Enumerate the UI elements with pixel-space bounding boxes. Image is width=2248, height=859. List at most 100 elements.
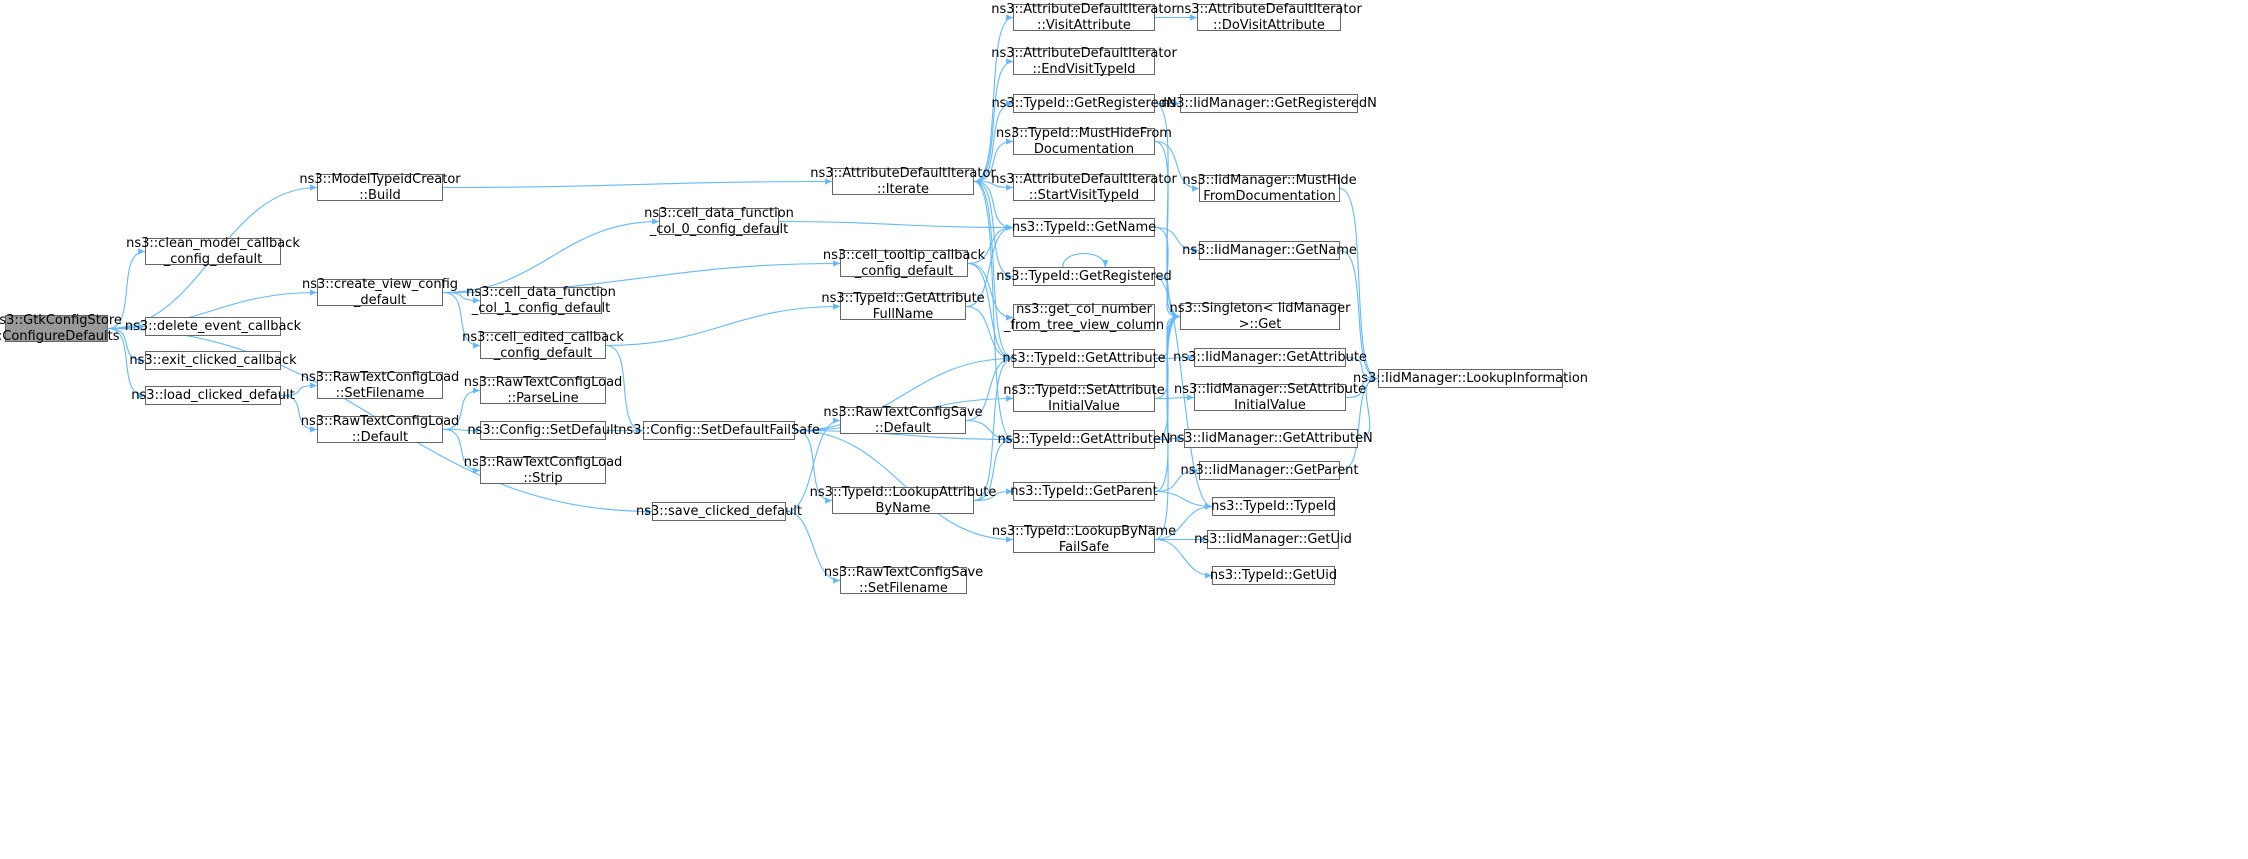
- node-label-line: ns3::TypeId::GetAttribute: [821, 290, 985, 306]
- node-tid-getuid[interactable]: ns3::TypeId::GetUid: [1209, 566, 1338, 585]
- node-label-line: >::Get: [1238, 316, 1282, 332]
- node-label-line: ::Default: [351, 429, 409, 445]
- node-label-line: ns3::RawTextConfigLoad: [300, 369, 460, 385]
- node-create-view[interactable]: ns3::create_view_config_default: [302, 277, 458, 308]
- node-clean-model[interactable]: ns3::clean_model_callback_config_default: [126, 236, 300, 267]
- node-label-line: Documentation: [1033, 141, 1135, 157]
- node-adi-endvisittypeid[interactable]: ns3::AttributeDefaultIterator::EndVisitT…: [991, 46, 1177, 77]
- node-label-line: ns3::TypeId::SetAttribute: [1003, 382, 1165, 398]
- node-cell-tooltip[interactable]: ns3::cell_tooltip_callback_config_defaul…: [823, 248, 985, 279]
- node-label-line: ns3::TypeId::GetUid: [1209, 567, 1338, 583]
- edge-load-clicked-to-rtcl-setfilename: [280, 382, 318, 397]
- node-cell-data-0[interactable]: ns3::cell_data_function_col_0_config_def…: [644, 206, 794, 237]
- edge-adi-iterate-to-tid-getattributen: [973, 180, 1014, 443]
- edge-tid-getattribute-to-iid-getattribute: [1154, 354, 1195, 361]
- node-tid-getparent[interactable]: ns3::TypeId::GetParent: [1010, 482, 1158, 501]
- edge-tid-getparent-to-tid-typeid: [1154, 490, 1213, 510]
- node-load-clicked[interactable]: ns3::load_clicked_default: [131, 386, 295, 405]
- node-label-line: ns3::TypeId::GetAttribute: [1002, 350, 1166, 366]
- node-label-line: _config_default: [493, 345, 593, 361]
- node-iid-getname[interactable]: ns3::IidManager::GetName: [1182, 241, 1357, 260]
- edge-adi-iterate-to-tid-musthide: [973, 138, 1014, 183]
- node-cell-edited[interactable]: ns3::cell_edited_callback_config_default: [462, 330, 624, 361]
- edge-adi-iterate-to-tid-getattribute: [973, 180, 1014, 362]
- node-exit-clicked[interactable]: ns3::exit_clicked_callback: [129, 351, 297, 370]
- node-rtcl-setfilename[interactable]: ns3::RawTextConfigLoad::SetFilename: [301, 370, 460, 401]
- node-mtc-build[interactable]: ns3::ModelTypeidCreator::Build: [299, 172, 460, 203]
- edge-tid-lookupattributebyname-to-tid-getparent: [973, 488, 1014, 502]
- edge-create-view-to-cell-data-0: [442, 218, 660, 294]
- edge-save-clicked-to-rtcs-setfilename: [785, 510, 841, 584]
- node-config-setdefault[interactable]: ns3::Config::SetDefault: [467, 421, 619, 440]
- node-tid-typeid[interactable]: ns3::TypeId::TypeId: [1211, 497, 1336, 516]
- node-iid-getattributen[interactable]: ns3::IidManager::GetAttributeN: [1169, 429, 1373, 448]
- node-root[interactable]: ns3::GtkConfigStore::ConfigureDefaults: [0, 313, 122, 344]
- edge-tid-getparent-to-iid-getparent: [1154, 467, 1200, 493]
- edge-iid-getname-to-iid-lookupinformation: [1339, 249, 1379, 382]
- node-label-line: ByName: [875, 500, 931, 516]
- node-tid-getregistered[interactable]: ns3::TypeId::GetRegistered: [996, 267, 1172, 286]
- edge-tid-getattributefullname-to-tid-getname: [965, 224, 1014, 308]
- edge-tid-musthide-to-iid-musthide: [1154, 140, 1200, 192]
- node-iid-getuid[interactable]: ns3::IidManager::GetUid: [1194, 530, 1352, 549]
- node-iid-getattribute[interactable]: ns3::IidManager::GetAttribute: [1173, 348, 1367, 367]
- edge-save-clicked-to-rtcs-default: [785, 417, 841, 513]
- node-label-line: ::Iterate: [876, 181, 930, 197]
- node-iid-getregisteredn[interactable]: ns3::IidManager::GetRegisteredN: [1161, 94, 1377, 113]
- node-get-col-number[interactable]: ns3::get_col_number_from_tree_view_colum…: [1004, 301, 1164, 333]
- edge-rtcs-default-to-tid-getattributen: [965, 419, 1014, 443]
- node-cell-data-1[interactable]: ns3::cell_data_function_col_1_config_def…: [466, 285, 616, 316]
- node-label-line: ns3::get_col_number: [1016, 301, 1152, 317]
- node-adi-dovisitattribute[interactable]: ns3::AttributeDefaultIterator::DoVisitAt…: [1176, 2, 1362, 33]
- edge-tid-lookupattributebyname-to-tid-getattributen: [973, 436, 1014, 502]
- edge-config-setdefaultfailsafe-to-tid-getattribute: [794, 355, 1014, 432]
- node-label-line: ns3::cell_tooltip_callback: [822, 247, 986, 263]
- edge-create-view-to-cell-data-1: [442, 291, 481, 304]
- edge-adi-iterate-to-tid-getregisteredn: [973, 100, 1014, 183]
- node-label-line: InitialValue: [1234, 397, 1306, 413]
- edge-tid-getregistered-to-tid-typeid: [1154, 275, 1213, 510]
- node-tid-getattributen[interactable]: ns3::TypeId::GetAttributeN: [997, 430, 1171, 449]
- node-label-line: ns3::cell_edited_callback: [462, 329, 624, 345]
- node-adi-iterate[interactable]: ns3::AttributeDefaultIterator::Iterate: [810, 166, 996, 197]
- node-label-line: ::StartVisitTypeId: [1028, 187, 1140, 203]
- node-rtcl-strip[interactable]: ns3::RawTextConfigLoad::Strip: [464, 455, 623, 486]
- node-delete-event[interactable]: ns3::delete_event_callback: [125, 317, 301, 336]
- node-label-line: ns3::GtkConfigStore: [0, 312, 122, 328]
- node-label-line: _from_tree_view_column: [1003, 317, 1165, 333]
- node-label-line: _col_0_config_default: [649, 221, 789, 237]
- node-label-line: ::Strip: [523, 470, 563, 486]
- node-rtcl-default[interactable]: ns3::RawTextConfigLoad::Default: [301, 414, 460, 445]
- node-tid-getname[interactable]: ns3::TypeId::GetName: [1012, 218, 1156, 237]
- node-adi-startvisittypeid[interactable]: ns3::AttributeDefaultIterator::StartVisi…: [991, 172, 1177, 203]
- node-label-line: ns3::create_view_config: [301, 276, 459, 292]
- node-iid-lookupinformation[interactable]: ns3::IidManager::LookupInformation: [1353, 369, 1588, 388]
- node-singleton-get[interactable]: ns3::Singleton< IidManager >::Get: [1170, 301, 1351, 332]
- node-label-line: ns3::load_clicked_default: [131, 387, 295, 403]
- node-save-clicked[interactable]: ns3::save_clicked_default: [636, 502, 802, 521]
- node-rtcl-parseline[interactable]: ns3::RawTextConfigLoad::ParseLine: [464, 375, 623, 406]
- edge-root-to-clean-model: [107, 248, 146, 330]
- node-config-setdefaultfailsafe[interactable]: ns3::Config::SetDefaultFailSafe: [618, 421, 820, 440]
- edge-rtcs-default-to-tid-getattribute: [965, 355, 1014, 422]
- edge-iid-getparent-to-iid-lookupinformation: [1339, 375, 1379, 472]
- edge-tid-getregistered-to-tid-getregistered: [1062, 253, 1109, 268]
- edge-rtcl-default-to-config-setdefault: [442, 427, 481, 434]
- node-rtcs-default[interactable]: ns3::RawTextConfigSave::Default: [823, 405, 982, 436]
- node-label-line: ns3::IidManager::GetRegisteredN: [1161, 95, 1377, 111]
- node-adi-visitattribute[interactable]: ns3::AttributeDefaultIterator::VisitAttr…: [991, 2, 1177, 33]
- node-iid-getparent[interactable]: ns3::IidManager::GetParent: [1180, 461, 1359, 480]
- edge-create-view-to-cell-edited: [442, 291, 481, 349]
- edge-config-setdefaultfailsafe-to-tid-getattributen: [794, 429, 1014, 443]
- node-tid-getregisteredn[interactable]: ns3::TypeId::GetRegisteredN: [991, 94, 1177, 113]
- node-tid-getattribute[interactable]: ns3::TypeId::GetAttribute: [1002, 349, 1166, 368]
- node-rtcs-setfilename[interactable]: ns3::RawTextConfigSave::SetFilename: [824, 565, 983, 596]
